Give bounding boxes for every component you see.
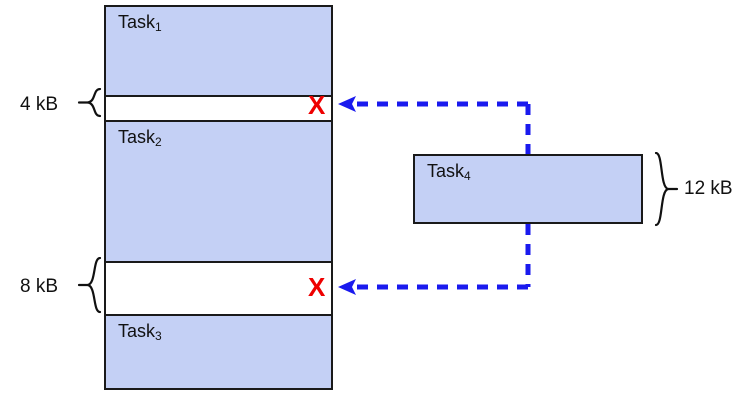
free-hole-8kb [106,263,331,314]
arrowhead-4kb [338,96,356,112]
size-label-8kb: 8 kB [20,276,59,297]
incoming-task-box: Task4 [413,154,643,224]
size-label-12kb: 12 kB [684,178,733,199]
reject-marker-4kb: X [308,90,326,120]
memory-block-task1: Task1 [106,7,331,97]
memory-block-task1-label: Task1 [118,12,162,34]
size-label-4kb: 4 kB [20,94,59,115]
arrowhead-8kb [338,279,356,295]
memory-block-task2-label: Task2 [118,127,162,149]
memory-block-task3-label: Task3 [118,321,162,343]
memory-block-task2: Task2 [106,120,331,263]
brace-8kb [77,257,102,314]
brace-12kb [654,152,679,227]
memory-block-task3: Task3 [106,314,331,388]
brace-4kb [77,88,102,118]
free-hole-4kb [106,97,331,120]
memory-column: Task1 Task2 Task3 [104,5,333,390]
reject-marker-8kb: X [308,272,326,302]
incoming-task-label: Task4 [427,161,471,183]
